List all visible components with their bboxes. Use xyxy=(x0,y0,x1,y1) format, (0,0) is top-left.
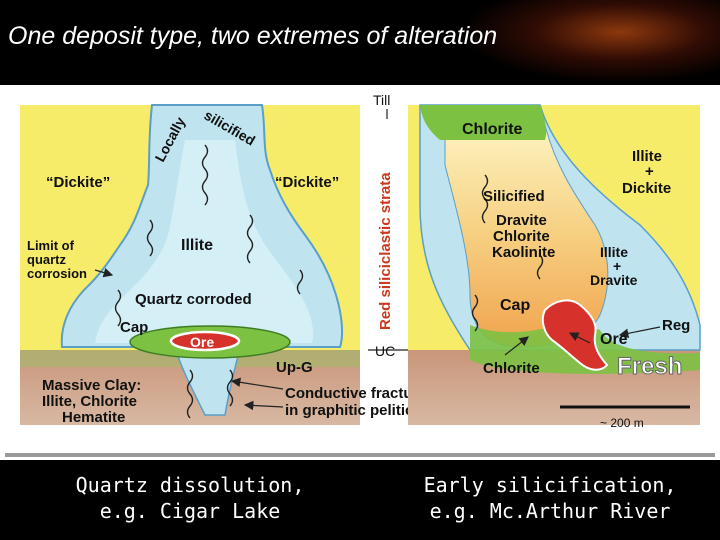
title-glow-decoration xyxy=(470,0,720,80)
left-wavy-line-2 xyxy=(146,219,154,257)
right-caption-line-1: Early silicification, xyxy=(423,473,677,497)
label-massive-3: Hematite xyxy=(62,409,125,426)
left-caption-line-1: Quartz dissolution, xyxy=(75,473,305,497)
label-limit-3: corrosion xyxy=(27,266,87,281)
left-fracture-halo xyxy=(174,346,241,416)
label-reg: Reg xyxy=(662,317,690,334)
diagram-bottom-rule xyxy=(5,453,715,457)
label-up-g: Up-G xyxy=(276,359,313,376)
left-wavy-line-4 xyxy=(296,269,304,295)
right-wavy-line-3 xyxy=(471,294,479,332)
right-caption: Early silicification, e.g. Mc.Arthur Riv… xyxy=(395,472,705,524)
label-cap-left: Cap xyxy=(120,319,148,336)
left-wavy-line-6 xyxy=(186,369,194,419)
label-ore-left: Ore xyxy=(190,334,214,350)
right-panel: Chlorite Illite + Dickite Silicified Dra… xyxy=(408,104,701,430)
label-chlorite-top: Chlorite xyxy=(462,121,523,138)
label-red-siliciclastic-strata: Red siliciclastic strata xyxy=(377,172,394,330)
label-illite-dravite-1: Illite xyxy=(600,244,628,260)
label-massive-2: Illite, Chlorite xyxy=(42,393,137,410)
reg-arrow xyxy=(618,326,661,339)
label-illite-dickite-3: Dickite xyxy=(622,180,671,197)
label-illite-left: Illite xyxy=(181,237,213,254)
label-chlorite-bottom: Chlorite xyxy=(483,360,540,377)
label-dickite-right: “Dickite” xyxy=(275,174,339,191)
right-wavy-line-1 xyxy=(481,174,489,224)
label-dickite-left: “Dickite” xyxy=(46,174,110,191)
left-panel: Locally silicified “Dickite” “Dickite” I… xyxy=(20,104,471,426)
left-caption: Quartz dissolution, e.g. Cigar Lake xyxy=(40,472,340,524)
label-silicified-right: Silicified xyxy=(483,188,545,205)
label-illite-dravite-3: Dravite xyxy=(590,272,638,288)
ore-arrow xyxy=(568,332,591,344)
chlorite-arrow xyxy=(504,336,529,356)
label-chlorite-mid: Chlorite xyxy=(493,228,550,245)
label-illite-dravite-2: + xyxy=(613,258,621,274)
left-ore-body xyxy=(169,330,241,352)
label-quartz-corroded: Quartz corroded xyxy=(135,291,252,308)
label-limit-1: Limit of xyxy=(27,238,75,253)
right-top-chlorite xyxy=(420,105,547,140)
label-massive-1: Massive Clay: xyxy=(42,377,141,394)
right-wavy-line-2 xyxy=(536,254,544,280)
center-labels: Till Red siliciclastic strata UC xyxy=(368,92,408,359)
label-uc: UC xyxy=(375,343,395,359)
label-illite-dickite-2: + xyxy=(645,163,654,180)
alteration-diagram: Locally silicified “Dickite” “Dickite” I… xyxy=(0,85,720,460)
label-kaolinite: Kaolinite xyxy=(492,244,555,261)
right-caption-line-2: e.g. Mc.Arthur River xyxy=(429,499,671,523)
label-till: Till xyxy=(373,92,390,108)
label-cap-right: Cap xyxy=(500,297,530,314)
left-caption-line-2: e.g. Cigar Lake xyxy=(99,499,281,523)
label-ore-right: Ore xyxy=(600,331,628,348)
left-wavy-line-5 xyxy=(114,289,122,327)
left-inner-halo xyxy=(95,140,314,343)
label-scale: ~ 200 m xyxy=(600,416,644,430)
label-limit-2: quartz xyxy=(27,252,67,267)
left-wavy-line-3 xyxy=(246,214,254,264)
label-fresh: Fresh xyxy=(617,353,682,380)
label-illite-dickite-1: Illite xyxy=(632,148,662,165)
limit-arrow xyxy=(94,268,114,278)
slide-title: One deposit type, two extremes of altera… xyxy=(8,22,498,50)
fracture-arrow-2 xyxy=(243,400,284,411)
left-wavy-line-1 xyxy=(201,144,209,206)
left-wavy-line-7 xyxy=(226,369,234,407)
label-dravite: Dravite xyxy=(496,212,547,229)
fracture-arrow-1 xyxy=(230,377,284,390)
